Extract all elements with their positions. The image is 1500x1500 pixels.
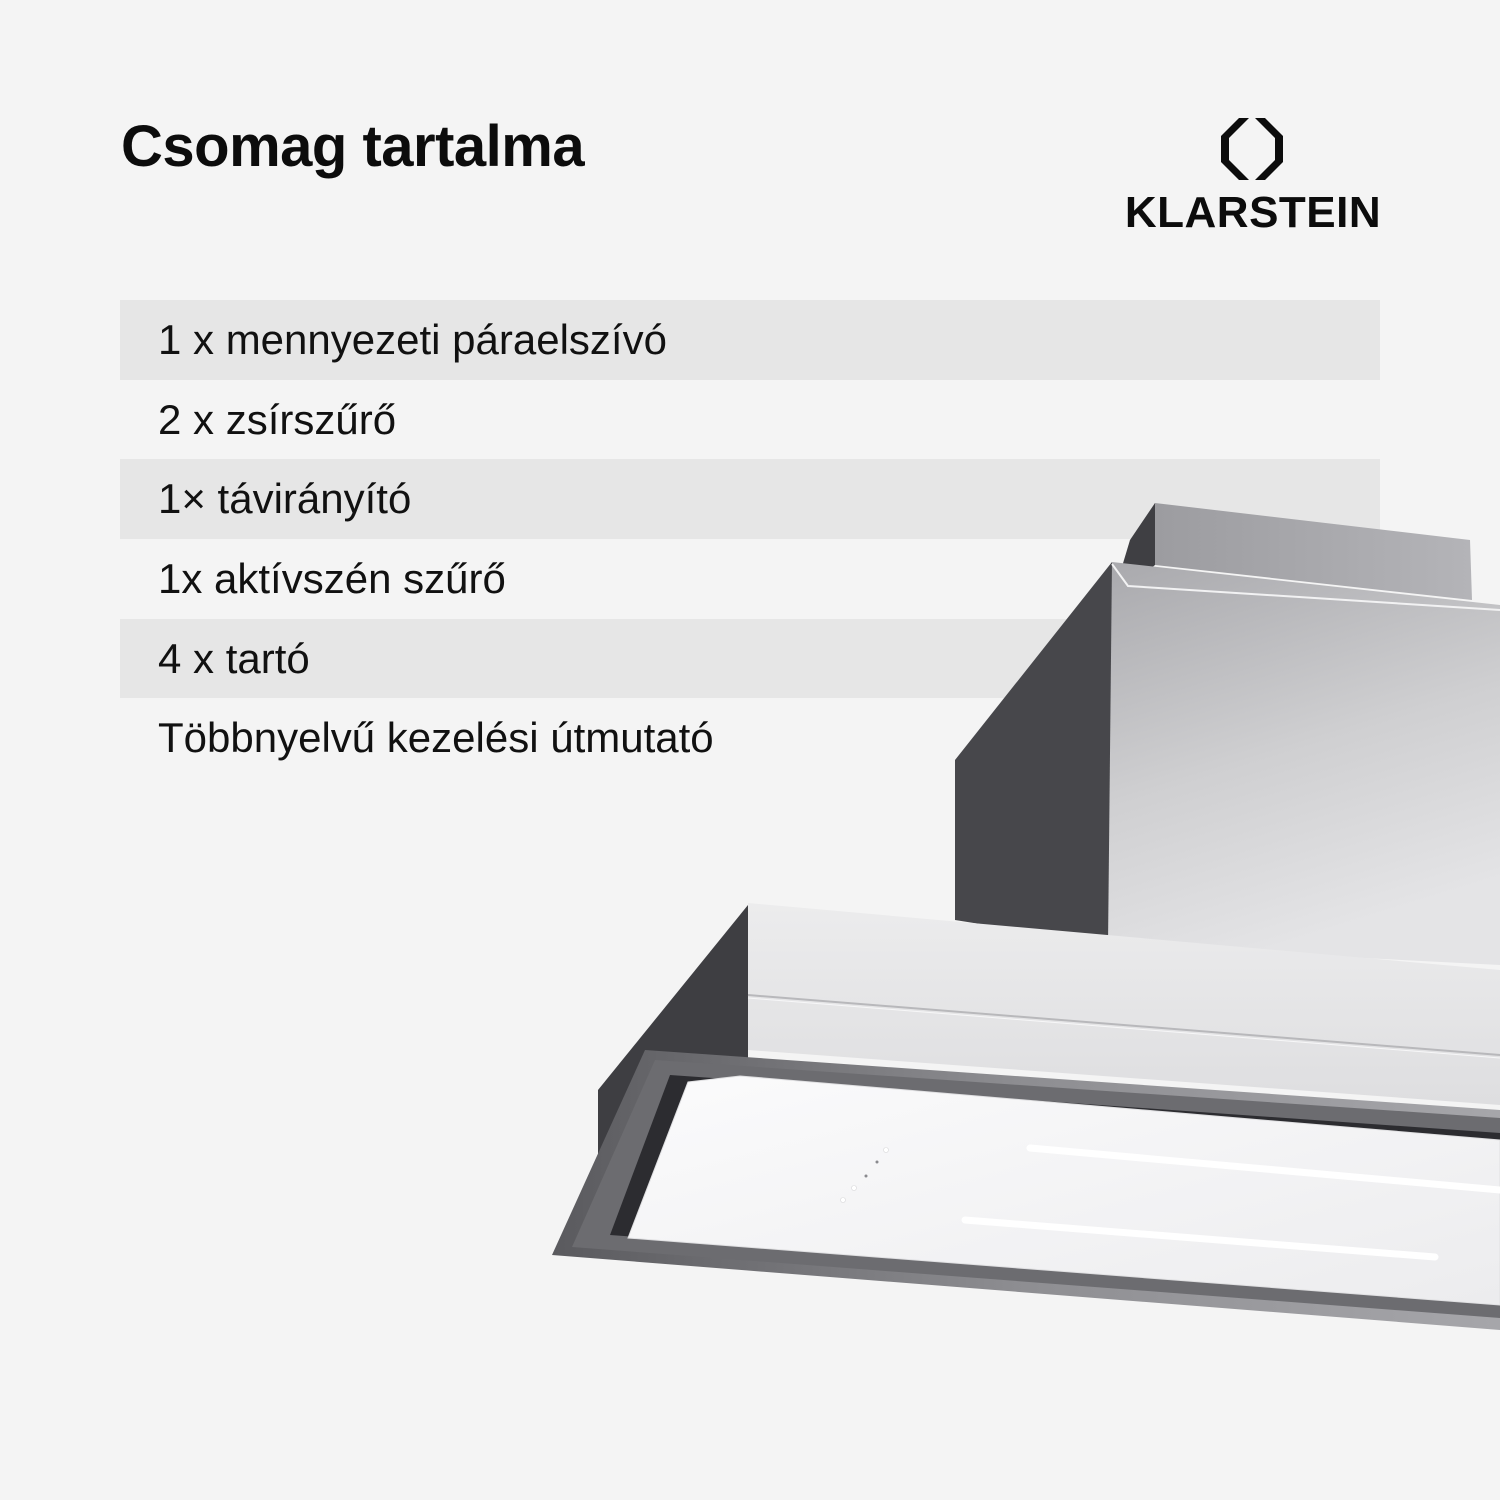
page-title: Csomag tartalma — [121, 114, 585, 179]
list-item-label: 1× távirányító — [158, 475, 412, 523]
list-item-label: 4 x tartó — [158, 634, 310, 682]
octagon-brand-mark-icon — [1221, 118, 1283, 180]
brand-logo: KLARSTEIN — [1122, 118, 1384, 243]
touch-control-dot — [883, 1147, 889, 1153]
list-item-label: Többnyelvű kezelési útmutató — [158, 714, 714, 762]
package-contents-list: 1 x mennyezeti páraelszívó 2 x zsírszűrő… — [120, 300, 1380, 778]
list-item-label: 1x aktívszén szűrő — [158, 554, 506, 602]
list-item: 2 x zsírszűrő — [120, 380, 1380, 460]
list-item-label: 1 x mennyezeti páraelszívó — [158, 315, 667, 363]
list-item: 1× távirányító — [120, 459, 1380, 540]
brand-name: KLARSTEIN — [1124, 188, 1382, 237]
list-item: Többnyelvű kezelési útmutató — [120, 698, 1380, 778]
list-item: 1x aktívszén szűrő — [120, 539, 1380, 619]
list-item-label: 2 x zsírszűrő — [158, 395, 397, 443]
list-item: 1 x mennyezeti páraelszívó — [120, 300, 1380, 380]
